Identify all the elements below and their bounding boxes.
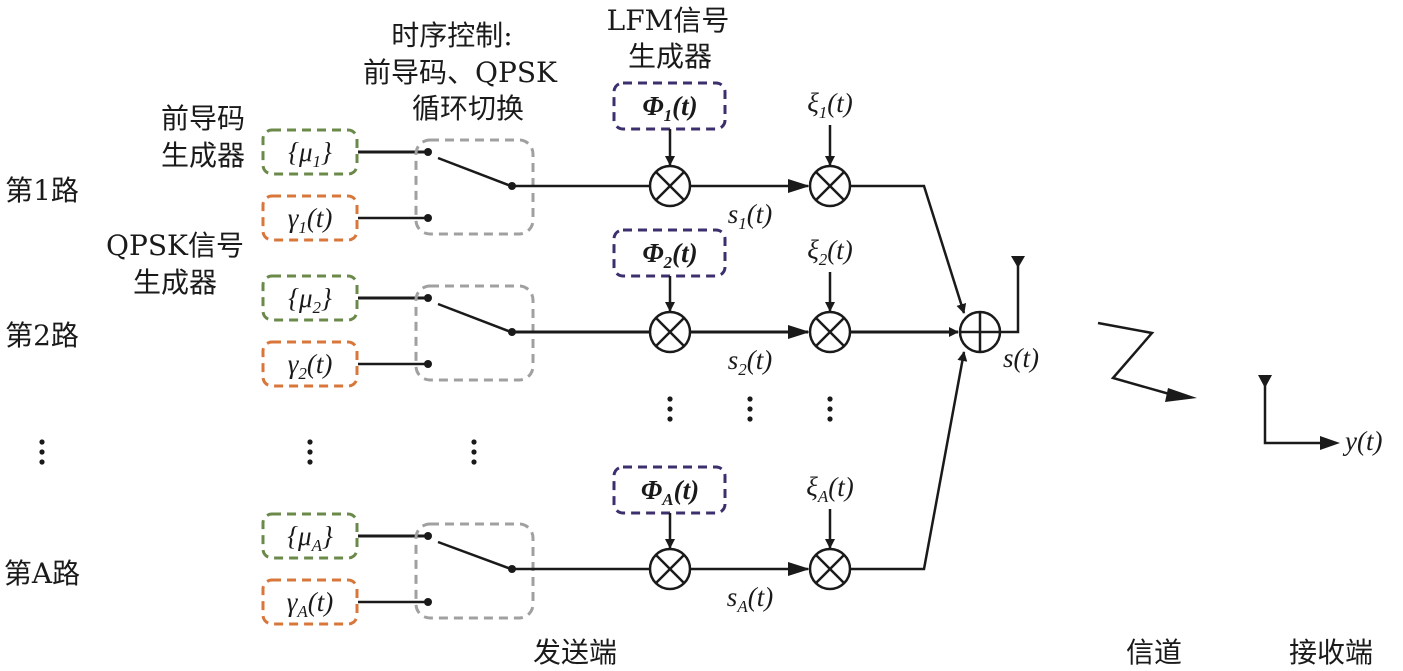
ellipsis-icon [307,439,313,465]
svg-text:循环切换: 循环切换 [412,92,524,125]
mixer-2-icon [808,164,852,208]
path1-to-sum-line [850,184,967,314]
path-label: 第A路 [4,557,80,590]
signal-path-2: 第2路 {μ2} γ2(t) Φ2(t) s2(t) ξ2(t) [5,228,853,388]
signal-path-1: 第1路 {μ1} γ1(t) Φ1(t) s1(t) ξ1(t) [5,81,853,242]
lfm-symbol: Φ2(t) [642,238,697,272]
ellipsis-icon [667,396,673,422]
timing-switch-box [414,522,535,620]
preamble-generator-box [261,128,359,176]
ellipsis-marks [39,396,833,465]
qpsk-generator-label: QPSK信号 生成器 [106,229,244,299]
lfm-symbol: ΦA(t) [641,475,699,509]
svg-text:生成器: 生成器 [628,40,712,73]
lfm-generator-label: LFM信号 生成器 [607,4,730,73]
channel-label: 信道 [1126,636,1182,669]
mixer-1-icon [648,164,692,208]
qpsk-generator-box [261,578,359,626]
switch-contact-preamble [424,294,432,302]
ellipsis-icon [747,396,753,422]
ellipsis-icon [39,439,45,465]
preamble-generator-label: 前导码 生成器 [161,102,245,172]
switch-arm [437,156,512,188]
qpsk-symbol: γA(t) [287,587,334,621]
qpsk-symbol: γ2(t) [288,349,333,383]
switch-contact-preamble [424,148,432,156]
preamble-symbol: {μ1} [288,137,332,171]
channel-zigzag-icon [1097,321,1197,402]
channel-gain-label: ξA(t) [806,472,853,506]
receive-antenna-icon [1258,375,1340,450]
svg-text:LFM信号: LFM信号 [607,4,730,37]
modulated-signal-label: s1(t) [728,199,773,233]
svg-text:QPSK信号: QPSK信号 [106,229,244,262]
switch-contact-qpsk [424,598,432,606]
qpsk-generator-box [261,340,359,388]
path-label: 第1路 [5,174,79,207]
mixer-2-icon [808,310,852,354]
channel-gain-label: ξ1(t) [807,88,853,122]
svg-text:生成器: 生成器 [133,266,217,299]
switch-arm [437,540,512,571]
receiver-output-label: y(t) [1342,426,1382,456]
qpsk-symbol: γ1(t) [288,203,333,237]
switch-contact-qpsk [424,360,432,368]
svg-text:前导码: 前导码 [161,102,245,135]
switch-contact-qpsk [424,214,432,222]
receiver-label: 接收端 [1289,636,1373,669]
pathA-to-sum-line [850,351,968,571]
transmitter-label: 发送端 [533,636,617,669]
preamble-generator-box [261,274,359,322]
preamble-symbol: {μ2} [288,283,332,317]
timing-control-label: 时序控制: 前导码、QPSK 循环切换 [363,19,558,125]
modulated-signal-label: s2(t) [728,345,773,379]
channel-gain-label: ξ2(t) [807,235,853,269]
mixer-1-icon [648,310,692,354]
summation-node [958,310,1002,354]
preamble-generator-box [261,512,359,560]
modulated-signal-label: sA(t) [727,582,773,616]
svg-text:前导码、QPSK: 前导码、QPSK [363,56,558,89]
mixer-2-icon [808,547,852,591]
switch-arm [437,302,512,334]
ellipsis-icon [471,439,477,465]
ellipsis-icon [827,396,833,422]
path-label: 第2路 [5,319,79,352]
mixer-1-icon [648,547,692,591]
switch-contact-preamble [424,532,432,540]
svg-text:生成器: 生成器 [161,139,245,172]
transmit-antenna-icon [1000,256,1025,334]
sum-output-label: s(t) [1003,343,1039,373]
svg-text:时序控制:: 时序控制: [391,19,512,52]
preamble-symbol: {μA} [287,521,333,555]
qpsk-generator-box [261,194,359,242]
signal-path-3: 第A路 {μA} γA(t) ΦA(t) sA(t) ξA(t) [4,465,854,626]
lfm-symbol: Φ1(t) [642,91,697,125]
